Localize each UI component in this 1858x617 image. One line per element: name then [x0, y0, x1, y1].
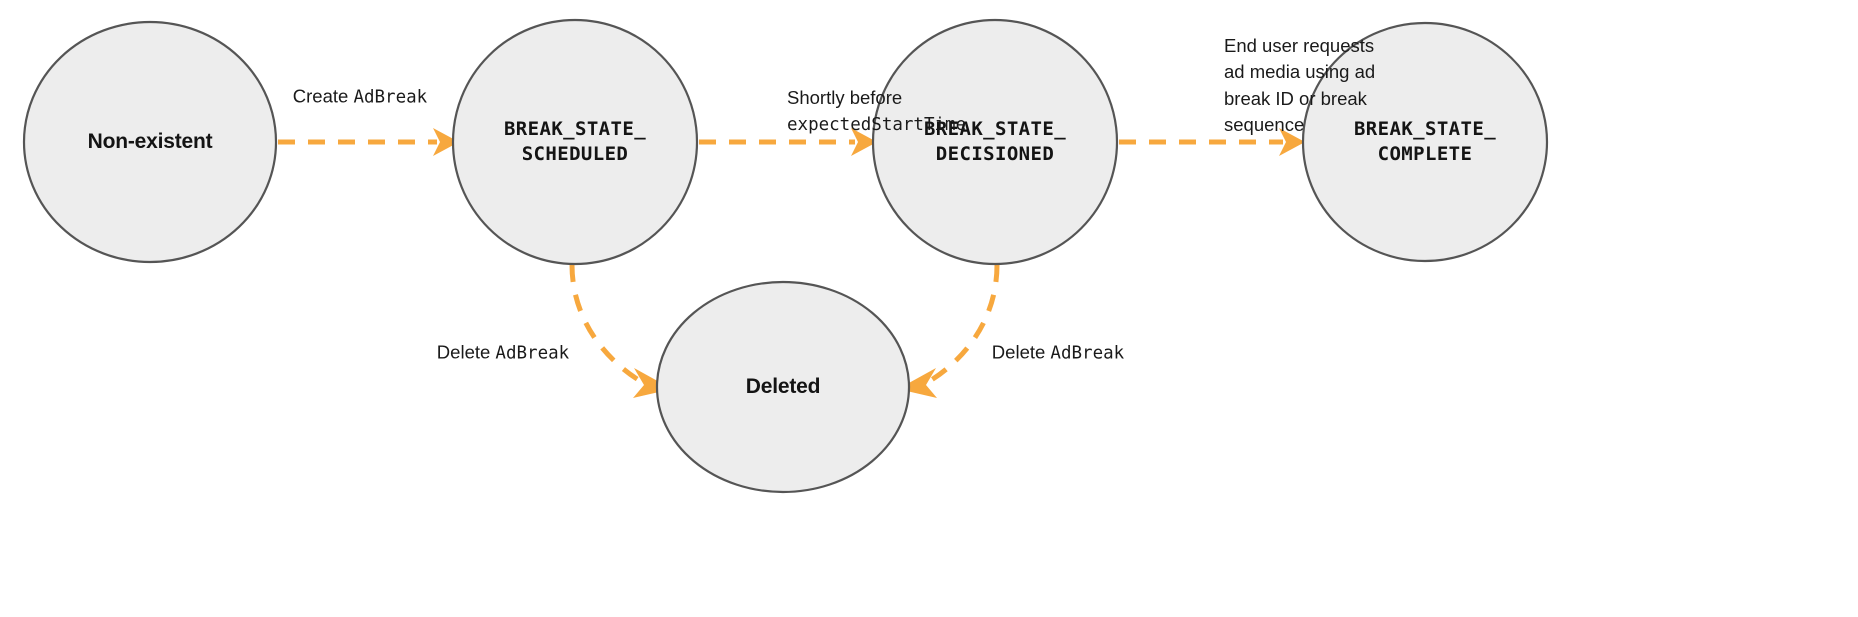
edge-line [921, 264, 1000, 388]
arrowhead-icon [1279, 128, 1305, 156]
node-deleted[interactable] [655, 280, 911, 494]
edge-delete-adbreak-from-decisioned [898, 264, 1000, 398]
arrowhead-icon [851, 128, 877, 156]
node-non-existent[interactable] [22, 20, 278, 264]
edge-line [569, 264, 649, 388]
node-break-state-scheduled[interactable] [451, 18, 699, 266]
node-break-state-complete[interactable] [1301, 21, 1549, 263]
edge-end-user-requests-ad-media [1119, 128, 1305, 156]
edge-shortly-before-expected-start-time [699, 128, 877, 156]
edge-create-adbreak [278, 128, 459, 156]
node-break-state-decisioned[interactable] [871, 18, 1119, 266]
arrowhead-icon [433, 128, 459, 156]
